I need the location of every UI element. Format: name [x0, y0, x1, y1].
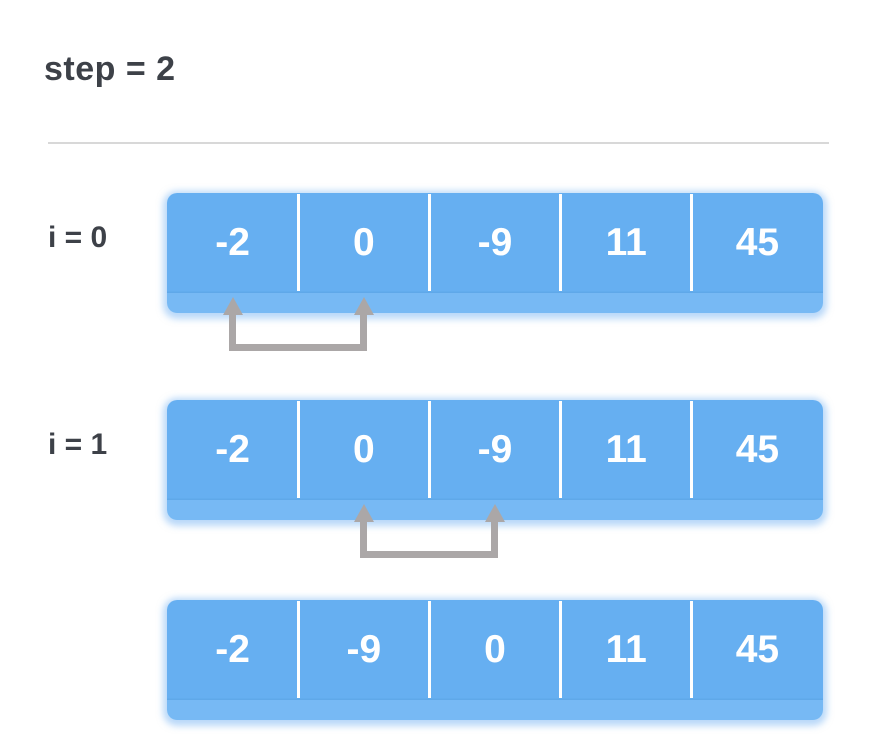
array-block: -2 0 -9 11 45	[167, 193, 823, 313]
cell-value: 0	[352, 427, 375, 471]
cell-value: -2	[215, 220, 250, 264]
iteration-label: i = 0	[48, 221, 108, 254]
cell-value: 11	[605, 427, 647, 471]
compare-bracket	[222, 297, 374, 351]
array-cell: -9	[429, 400, 563, 520]
arrow-up-icon	[484, 504, 505, 522]
array-cell: 0	[298, 400, 432, 520]
bracket-bar	[359, 551, 498, 558]
cell-value: 45	[735, 427, 780, 471]
array-cell: 0	[429, 600, 563, 720]
arrow-up-icon	[222, 297, 243, 315]
array-cell: 0	[298, 193, 432, 313]
cell-value: 45	[735, 627, 780, 671]
cell-value: -9	[477, 220, 513, 264]
array-row: -2 -9 0 11 45	[0, 600, 872, 720]
cell-value: -2	[215, 427, 250, 471]
bracket-post	[359, 313, 367, 351]
bracket-post	[228, 313, 236, 351]
array-cell: -9	[429, 193, 563, 313]
array-cell: -2	[167, 193, 300, 313]
array-cell: -9	[298, 600, 432, 720]
array-cell: 11	[561, 600, 694, 720]
cell-value: 11	[605, 627, 647, 671]
array-block: -2 -9 0 11 45	[167, 600, 823, 720]
cell-value: -9	[477, 427, 513, 471]
array-cell: 45	[692, 600, 823, 720]
bracket-post	[490, 520, 498, 558]
bracket-post	[359, 520, 367, 558]
cell-value: 45	[735, 220, 780, 264]
divider-line	[48, 142, 829, 144]
array-row: i = 0 -2 0 -9 11 45	[0, 193, 872, 351]
array-cell: 45	[692, 400, 823, 520]
compare-bracket	[353, 504, 505, 558]
cell-value: -9	[346, 627, 382, 671]
step-counter-label: step = 2	[44, 50, 176, 88]
cell-value: 0	[484, 627, 506, 671]
bracket-bar	[228, 344, 367, 351]
array-cell: 11	[561, 400, 694, 520]
cell-value: 0	[352, 220, 375, 264]
array-row: i = 1 -2 0 -9 11 45	[0, 400, 872, 558]
cell-value: 11	[605, 220, 647, 264]
array-cell: -2	[167, 600, 300, 720]
arrow-up-icon	[353, 504, 374, 522]
array-cell: 45	[692, 193, 823, 313]
array-block: -2 0 -9 11 45	[167, 400, 823, 520]
array-cell: 11	[561, 193, 694, 313]
iteration-label: i = 1	[48, 428, 108, 461]
cell-value: -2	[215, 627, 250, 671]
arrow-up-icon	[353, 297, 374, 315]
array-cell: -2	[167, 400, 300, 520]
